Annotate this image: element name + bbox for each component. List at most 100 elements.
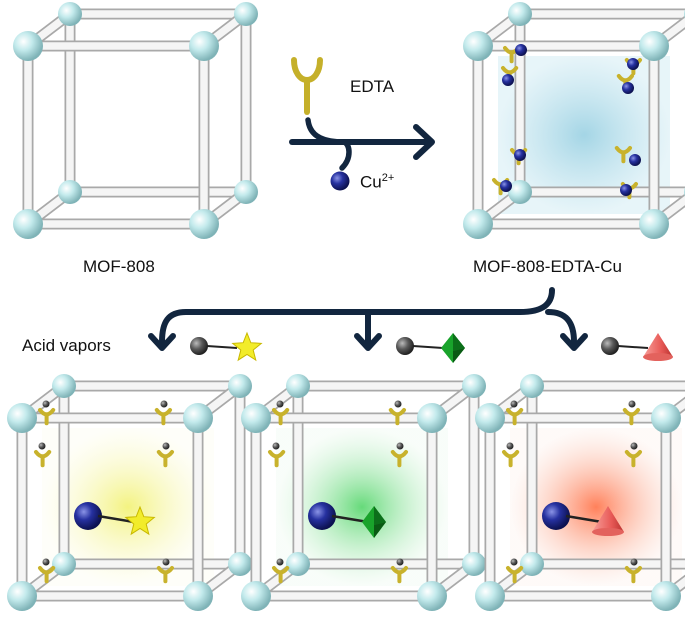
mof-808-cage [13, 2, 258, 239]
grey-atom [276, 558, 284, 566]
metal-node [189, 31, 219, 61]
grey-atom [601, 337, 619, 355]
metal-node [189, 209, 219, 239]
ligand-icon [268, 450, 286, 468]
ligand-icon [390, 566, 408, 584]
ligand-icon [156, 450, 174, 468]
metal-node [234, 2, 258, 26]
ligand-icon [272, 566, 290, 584]
grey-atom [42, 558, 50, 566]
metal-node [228, 552, 252, 576]
metal-node [520, 552, 544, 576]
metal-node [7, 581, 37, 611]
cu-symbol: Cu [360, 172, 382, 192]
grey-atom [506, 442, 514, 450]
grey-atom [630, 442, 638, 450]
metal-node [463, 209, 493, 239]
metal-node [508, 2, 532, 26]
grey-atom [510, 400, 518, 408]
ligand-icon [506, 566, 524, 584]
metal-node [286, 552, 310, 576]
ligand-icon [388, 408, 406, 426]
mof-cage-cone [475, 374, 685, 611]
grey-atom [42, 400, 50, 408]
metal-node [52, 552, 76, 576]
metal-node [286, 374, 310, 398]
copper-ion [308, 502, 336, 530]
acid-molecule-star [190, 331, 263, 362]
ligand-icon [506, 408, 524, 426]
metal-node [475, 581, 505, 611]
ligand-icon [38, 408, 56, 426]
grey-atom [510, 558, 518, 566]
ligand-icon [156, 566, 174, 584]
metal-node [462, 552, 486, 576]
metal-node [7, 403, 37, 433]
mof-808-edta-cu-label: MOF-808-EDTA-Cu [473, 257, 622, 276]
star-icon [124, 505, 156, 536]
metal-node [241, 403, 271, 433]
metal-node [13, 31, 43, 61]
metal-node [417, 581, 447, 611]
mof-808-label: MOF-808 [83, 257, 155, 276]
grey-atom [396, 337, 414, 355]
ligand-icon [34, 450, 52, 468]
copper-ion [629, 154, 641, 166]
grey-atom [162, 442, 170, 450]
mof-808-edta-cu-cage [463, 2, 685, 239]
grey-atom [628, 400, 636, 408]
reaction-arrow-icon [289, 117, 435, 171]
metal-node [13, 209, 43, 239]
branching-arrow-icon [148, 287, 588, 351]
acid-vapors-label: Acid vapors [22, 336, 111, 355]
grey-atom [162, 558, 170, 566]
grey-atom [160, 400, 168, 408]
metal-node [183, 581, 213, 611]
ligand-icon [502, 450, 520, 468]
ligand-icon [272, 408, 290, 426]
metal-node [651, 581, 681, 611]
grey-atom [276, 400, 284, 408]
metal-node [417, 403, 447, 433]
ligand-icon [624, 450, 642, 468]
ligand-icon [390, 450, 408, 468]
copper-ion [500, 180, 512, 192]
metal-node [234, 180, 258, 204]
grey-atom [630, 558, 638, 566]
copper-ion [622, 82, 634, 94]
metal-node [183, 403, 213, 433]
ligand-icon [614, 146, 632, 164]
metal-node [508, 180, 532, 204]
copper-ion [515, 44, 527, 56]
metal-node [520, 374, 544, 398]
metal-node [228, 374, 252, 398]
ligand-icon [154, 408, 172, 426]
ligand-icon [622, 408, 640, 426]
metal-node [58, 2, 82, 26]
metal-node [639, 209, 669, 239]
metal-node [52, 374, 76, 398]
acid-molecule-cone [601, 333, 673, 361]
acid-molecule-oct [396, 333, 465, 363]
edta-ligand-icon [291, 57, 323, 115]
cone-icon [592, 506, 624, 536]
metal-node [58, 180, 82, 204]
ligand-icon [38, 566, 56, 584]
copper-ion-icon [330, 171, 350, 191]
edta-label: EDTA [350, 77, 395, 96]
copper-ion [502, 74, 514, 86]
cu-charge: 2+ [381, 172, 395, 184]
mof-cage-star [7, 374, 252, 611]
metal-node [639, 31, 669, 61]
star-icon [231, 331, 263, 362]
copper-ion [514, 149, 526, 161]
grey-atom [396, 442, 404, 450]
metal-node [651, 403, 681, 433]
copper-ion [620, 184, 632, 196]
grey-atom [38, 442, 46, 450]
copper-ion [542, 502, 570, 530]
mof-cage-octahedron [241, 374, 486, 611]
copper-ion [74, 502, 102, 530]
grey-atom [394, 400, 402, 408]
